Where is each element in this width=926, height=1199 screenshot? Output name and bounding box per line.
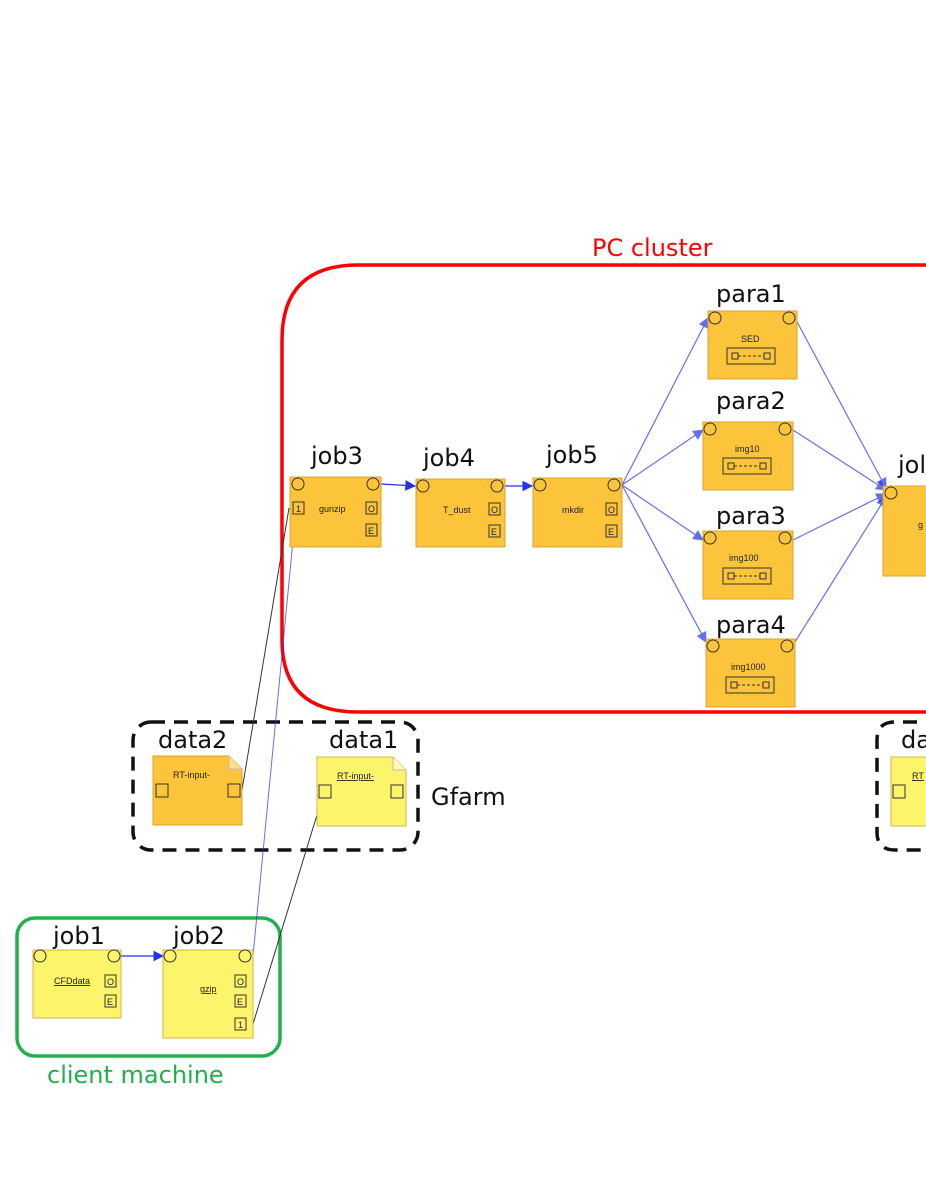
job6-port-left	[884, 486, 898, 500]
para2-title: para2	[716, 387, 786, 415]
edge-para2-job6	[792, 429, 887, 491]
job3-in: 1	[296, 504, 301, 514]
job3-e: E	[368, 526, 374, 536]
job2-title: job2	[172, 922, 225, 950]
data1-title: data1	[329, 726, 398, 754]
job2-o: O	[237, 977, 244, 987]
para4-port-left	[706, 639, 720, 653]
job2-in: 1	[238, 1020, 243, 1030]
job2-e: E	[237, 997, 243, 1007]
job4-label: T_dust	[443, 505, 471, 515]
job2-port-left	[163, 949, 177, 963]
gfarm-boundary-right	[875, 720, 926, 852]
edge-data2-job3	[241, 507, 290, 791]
edge-job2-job3	[252, 498, 298, 957]
para2-port-left	[703, 422, 717, 436]
job3-label: gunzip	[319, 504, 346, 514]
para3-port-right	[778, 531, 792, 545]
data2-label: RT-input-	[173, 770, 210, 780]
job2-node[interactable]: job2 gzip O E 1	[162, 922, 254, 1039]
para2-node[interactable]: para2 img10	[702, 387, 794, 491]
para3-title: para3	[716, 502, 786, 530]
para1-title: para1	[716, 280, 786, 308]
job3-port-left	[291, 477, 305, 491]
para1-range-box	[726, 347, 776, 365]
para4-port-right	[780, 639, 794, 653]
gfarm-label: Gfarm	[431, 783, 506, 811]
client-machine-boundary	[15, 916, 282, 1058]
job5-title: job5	[545, 441, 598, 469]
data3-node[interactable]: da RT	[890, 726, 926, 827]
pc-cluster-label: PC cluster	[592, 234, 713, 262]
job5-port-right	[607, 478, 621, 492]
edge-job5-para3	[621, 484, 704, 541]
para3-port-left	[703, 531, 717, 545]
job5-o: O	[608, 505, 615, 515]
data3-label: RT	[912, 771, 924, 781]
job2-label: gzip	[200, 984, 217, 994]
job6-node[interactable]: jol g	[882, 451, 926, 577]
para1-port-left	[708, 311, 722, 325]
para4-title: para4	[716, 611, 786, 639]
para2-label: img10	[735, 444, 760, 454]
job4-port-right	[490, 479, 504, 493]
job1-port-left	[33, 949, 47, 963]
data2-title: data2	[158, 726, 227, 754]
edge-para4-job6	[792, 496, 887, 646]
job6-label: g	[918, 520, 923, 530]
para1-node[interactable]: para1 SED	[707, 280, 798, 380]
edge-job2-data1	[252, 791, 325, 1025]
job1-e: E	[107, 997, 113, 1007]
edge-job5-para1	[621, 317, 709, 486]
job1-title: job1	[52, 922, 105, 950]
edge-job3-job4	[380, 480, 417, 491]
job4-e: E	[491, 527, 497, 537]
para2-port-right	[778, 422, 792, 436]
edge-job5-para2	[621, 429, 704, 486]
job3-node[interactable]: job3 1 gunzip O E	[289, 442, 382, 548]
job3-o: O	[368, 504, 375, 514]
job4-title: job4	[422, 444, 475, 472]
job4-port-left	[416, 479, 430, 493]
client-machine-label: client machine	[47, 1061, 224, 1089]
job2-port-right	[238, 949, 252, 963]
para3-label: img100	[729, 553, 759, 563]
job5-label: mkdir	[562, 505, 584, 515]
job1-label: CFDdata	[54, 976, 90, 986]
job5-port-left	[533, 478, 547, 492]
data1-label: RT-input-	[337, 771, 374, 781]
para4-node[interactable]: para4 img1000	[705, 611, 796, 708]
edge-para3-job6	[792, 493, 887, 541]
job3-title: job3	[310, 442, 363, 470]
edge-para1-job6	[794, 317, 887, 489]
edge-job5-para4	[621, 484, 707, 643]
data1-node[interactable]: data1 RT-input-	[316, 726, 407, 827]
job1-o: O	[107, 977, 114, 987]
job5-e: E	[608, 527, 614, 537]
data3-title: da	[901, 726, 926, 754]
job1-port-right	[107, 949, 121, 963]
connections	[121, 317, 887, 1025]
job3-port-right	[366, 477, 380, 491]
para1-label: SED	[741, 334, 760, 344]
para4-range-box	[725, 676, 775, 694]
pc-cluster-boundary	[280, 263, 926, 714]
para2-range-box	[722, 457, 772, 475]
job1-node[interactable]: job1 CFDdata O E	[32, 922, 122, 1019]
para1-port-right	[782, 311, 796, 325]
job6-title: jol	[897, 451, 926, 479]
para3-node[interactable]: para3 img100	[702, 502, 794, 600]
para4-label: img1000	[731, 662, 766, 672]
data2-node[interactable]: data2 RT-input-	[152, 726, 243, 826]
job4-node[interactable]: job4 T_dust O E	[415, 444, 506, 548]
para3-range-box	[722, 567, 772, 585]
job5-node[interactable]: job5 mkdir O E	[532, 441, 623, 548]
job4-o: O	[491, 505, 498, 515]
